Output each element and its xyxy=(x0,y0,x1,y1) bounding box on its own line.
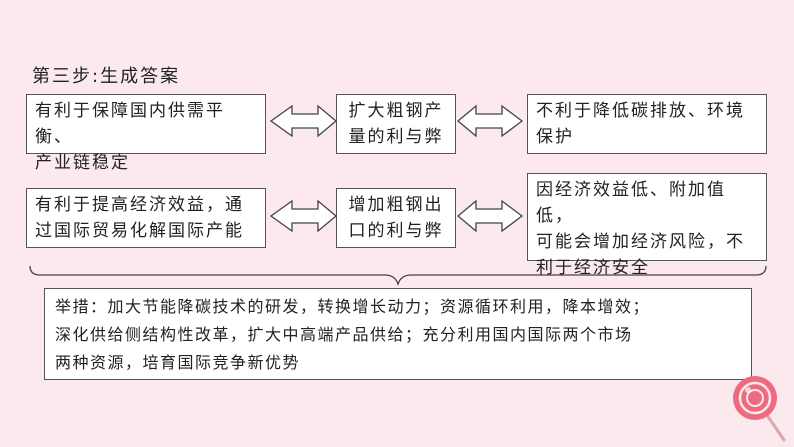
row1-left-box: 有利于保障国内供需平衡、 产业链稳定 xyxy=(26,94,266,173)
measures-line: 举措：加大节能降碳技术的研发，转换增长动力；资源循环利用，降本增效； xyxy=(55,297,651,316)
row1-center-line: 量的利与弊 xyxy=(348,127,444,147)
double-arrow-icon xyxy=(456,104,524,138)
row2-right-line: 因经济效益低、附加值低， xyxy=(536,180,726,226)
step-title: 第三步:生成答案 xyxy=(32,66,181,87)
double-arrow-icon xyxy=(269,104,338,138)
row2-center-line: 增加粗钢出 xyxy=(348,195,444,215)
measures-box: 举措：加大节能降碳技术的研发，转换增长动力；资源循环利用，降本增效； 深化供给侧… xyxy=(44,288,752,380)
row2-right-line: 利于经济安全 xyxy=(536,258,650,278)
double-arrow-icon xyxy=(456,199,524,233)
brace-icon xyxy=(29,265,767,287)
lollipop-icon xyxy=(733,376,786,442)
row2-center-box: 增加粗钢出 口的利与弊 xyxy=(336,188,456,248)
row2-center-line: 口的利与弊 xyxy=(348,221,444,241)
row2-left-box: 有利于提高经济效益，通 过国际贸易化解国际产能 xyxy=(26,188,266,248)
row1-center-line: 扩大粗钢产 xyxy=(348,101,444,121)
row2-left-line: 有利于提高经济效益，通 xyxy=(35,195,244,215)
row1-right-box: 不利于降低碳排放、环境 保护 xyxy=(527,94,767,154)
row1-center-box: 扩大粗钢产 量的利与弊 xyxy=(336,94,456,154)
double-arrow-icon xyxy=(269,199,338,233)
row1-left-line: 有利于保障国内供需平衡、 xyxy=(35,101,225,147)
measures-line: 两种资源，培育国际竞争新优势 xyxy=(55,353,301,372)
row2-right-line: 可能会增加经济风险，不 xyxy=(536,232,745,252)
measures-line: 深化供给侧结构性改革，扩大中高端产品供给；充分利用国内国际两个市场 xyxy=(55,325,633,344)
row2-right-box: 因经济效益低、附加值低， 可能会增加经济风险，不 利于经济安全 xyxy=(527,173,767,278)
row2-left-line: 过国际贸易化解国际产能 xyxy=(35,221,244,241)
row1-right-line: 保护 xyxy=(536,127,574,147)
row1-left-line: 产业链稳定 xyxy=(35,153,130,173)
row1-right-line: 不利于降低碳排放、环境 xyxy=(536,101,745,121)
